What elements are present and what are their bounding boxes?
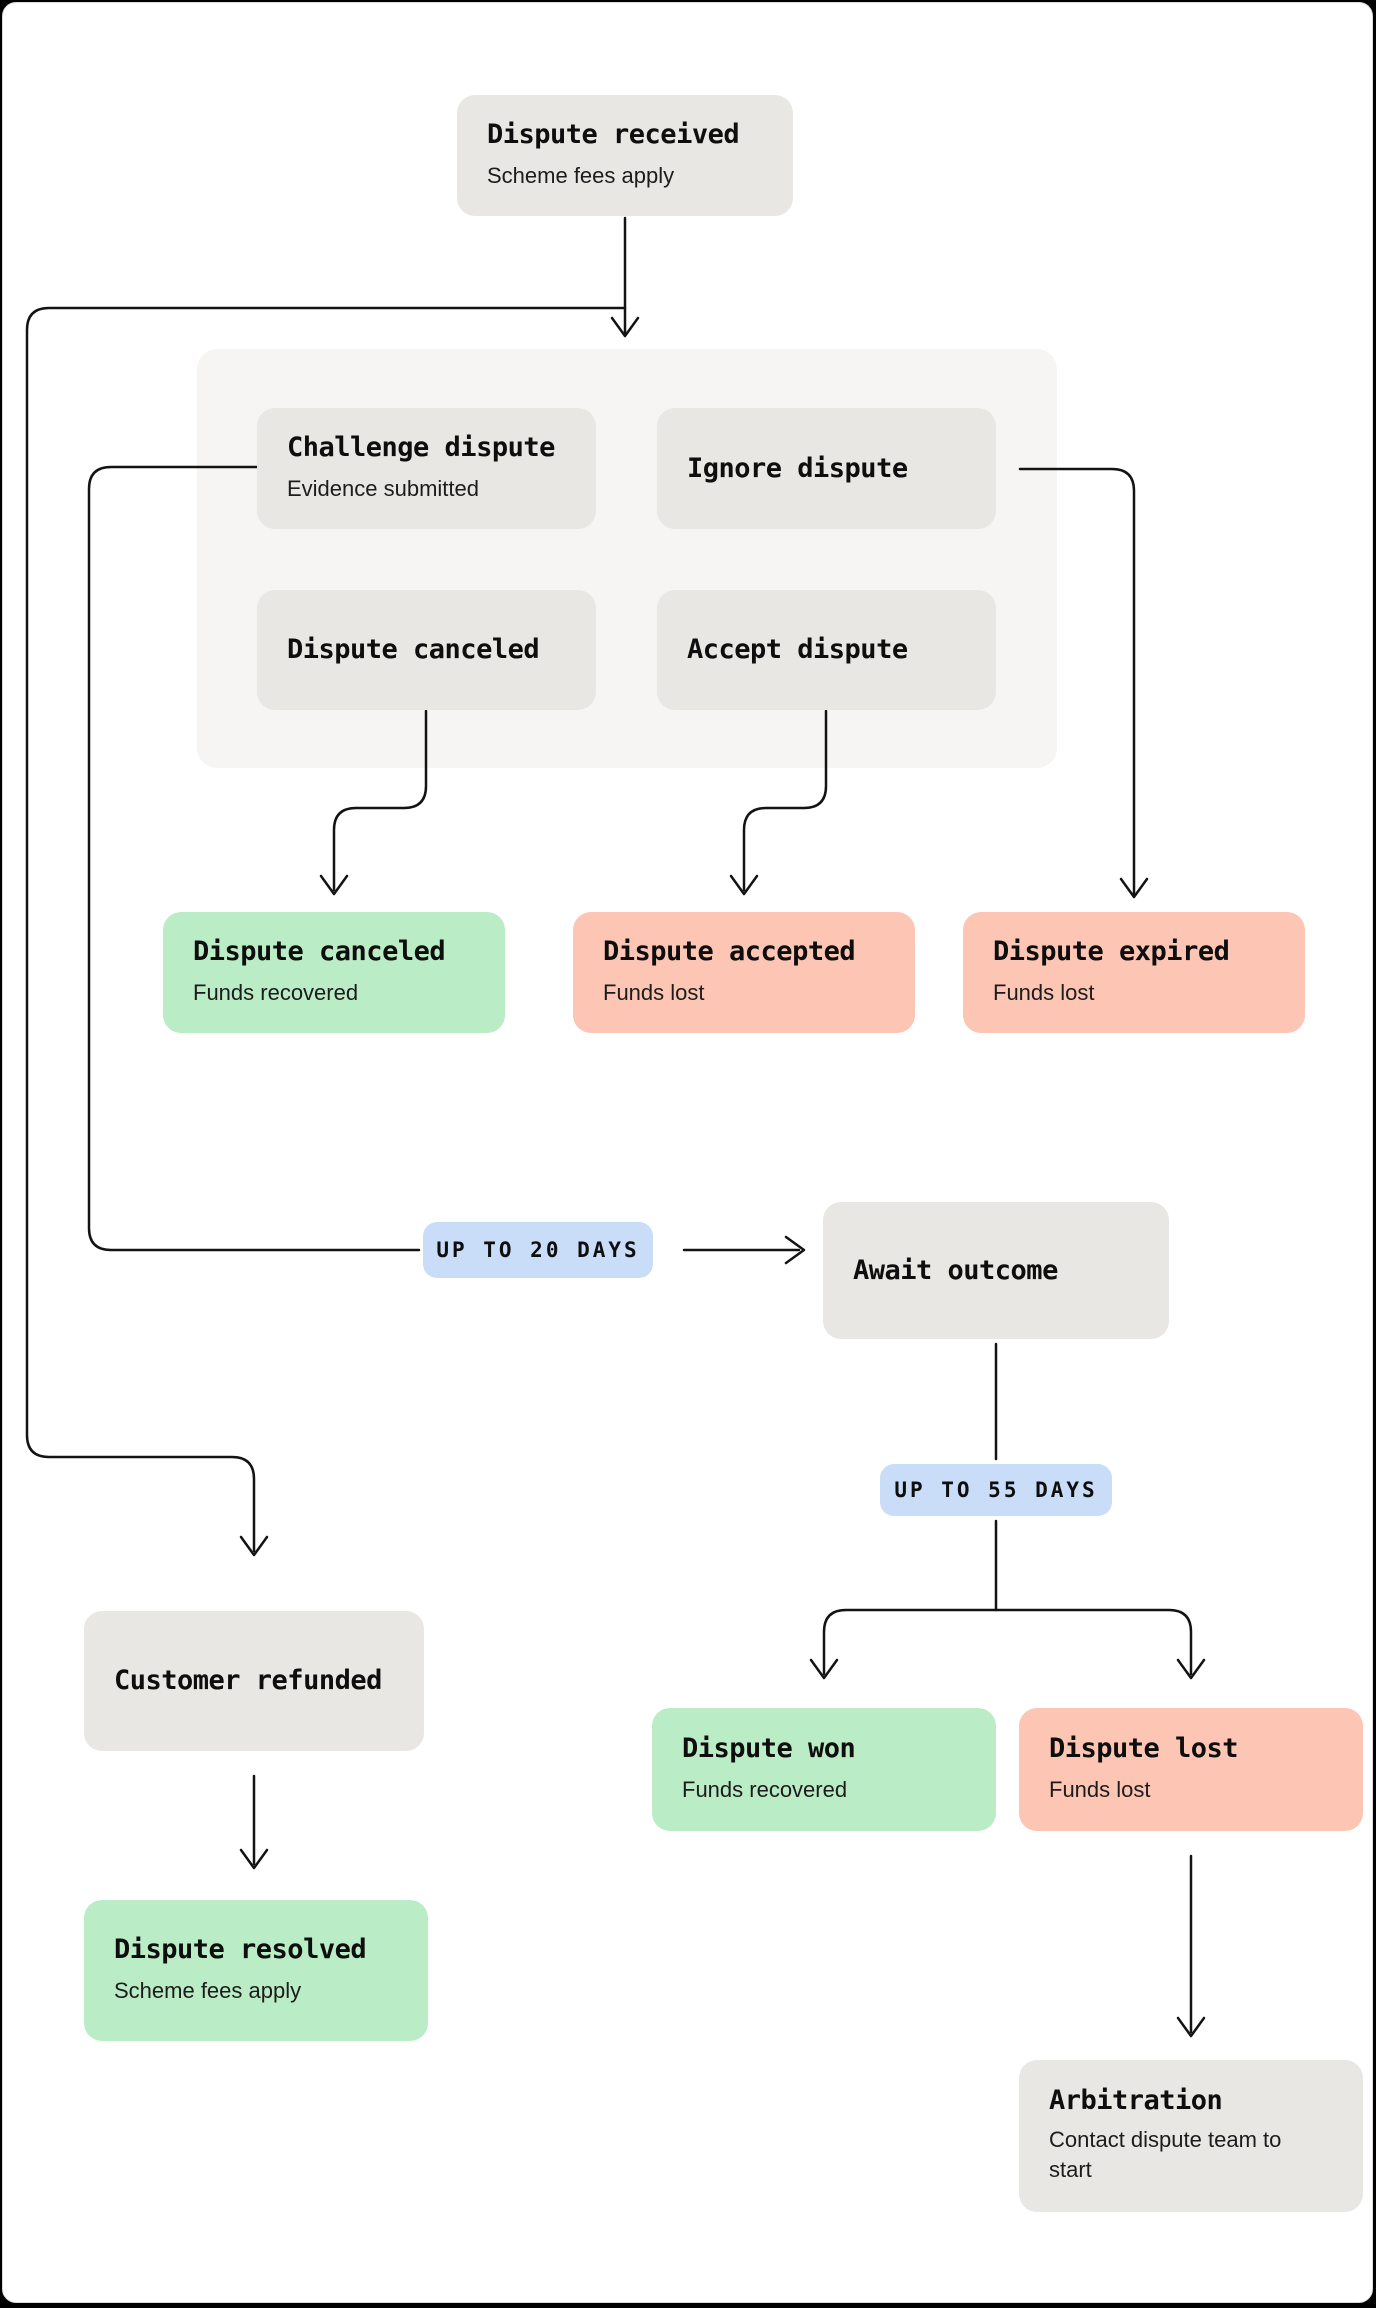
- node-dispute-canceled-outcome: Dispute canceled Funds recovered: [163, 912, 505, 1033]
- badge-label: UP TO 55 DAYS: [894, 1478, 1098, 1502]
- node-dispute-canceled-option: Dispute canceled: [257, 590, 596, 710]
- node-ignore-dispute: Ignore dispute: [657, 408, 996, 529]
- node-dispute-resolved: Dispute resolved Scheme fees apply: [84, 1900, 428, 2041]
- node-title: Dispute received: [487, 118, 740, 150]
- node-subtitle: Scheme fees apply: [487, 162, 675, 188]
- badge-up-to-20-days: UP TO 20 DAYS: [423, 1222, 653, 1278]
- node-challenge-dispute: Challenge dispute Evidence submitted: [257, 408, 596, 529]
- node-subtitle: Funds lost: [1049, 1776, 1151, 1802]
- badge-up-to-55-days: UP TO 55 DAYS: [880, 1464, 1112, 1516]
- node-title: Dispute won: [682, 1732, 856, 1764]
- node-subtitle: Funds lost: [603, 979, 705, 1005]
- node-title: Dispute accepted: [603, 935, 856, 967]
- node-subtitle: Funds recovered: [682, 1776, 848, 1802]
- node-dispute-lost: Dispute lost Funds lost: [1019, 1708, 1363, 1831]
- node-await-outcome: Await outcome: [823, 1202, 1169, 1339]
- node-dispute-expired: Dispute expired Funds lost: [963, 912, 1305, 1033]
- node-title: Customer refunded: [114, 1665, 382, 1697]
- node-dispute-won: Dispute won Funds recovered: [652, 1708, 996, 1831]
- node-arbitration: Arbitration Contact dispute team to star…: [1019, 2060, 1363, 2212]
- node-subtitle: Funds lost: [993, 979, 1095, 1005]
- node-dispute-received: Dispute received Scheme fees apply: [457, 95, 793, 216]
- node-subtitle: Evidence submitted: [287, 475, 479, 501]
- node-subtitle: Contact dispute team to start: [1049, 2126, 1282, 2183]
- node-accept-dispute: Accept dispute: [657, 590, 996, 710]
- node-dispute-accepted: Dispute accepted Funds lost: [573, 912, 915, 1033]
- node-title: Ignore dispute: [687, 452, 908, 484]
- node-title: Arbitration: [1049, 2085, 1223, 2117]
- node-title: Accept dispute: [687, 634, 908, 666]
- node-title: Dispute resolved: [114, 1933, 367, 1965]
- node-title: Dispute expired: [993, 935, 1230, 967]
- node-title: Await outcome: [853, 1254, 1058, 1286]
- node-title: Dispute canceled: [287, 634, 540, 666]
- node-title: Dispute canceled: [193, 935, 446, 967]
- node-title: Challenge dispute: [287, 431, 555, 463]
- node-subtitle: Funds recovered: [193, 979, 359, 1005]
- node-customer-refunded: Customer refunded: [84, 1611, 424, 1751]
- badge-label: UP TO 20 DAYS: [436, 1238, 640, 1262]
- node-title: Dispute lost: [1049, 1732, 1239, 1764]
- node-subtitle: Scheme fees apply: [114, 1977, 302, 2003]
